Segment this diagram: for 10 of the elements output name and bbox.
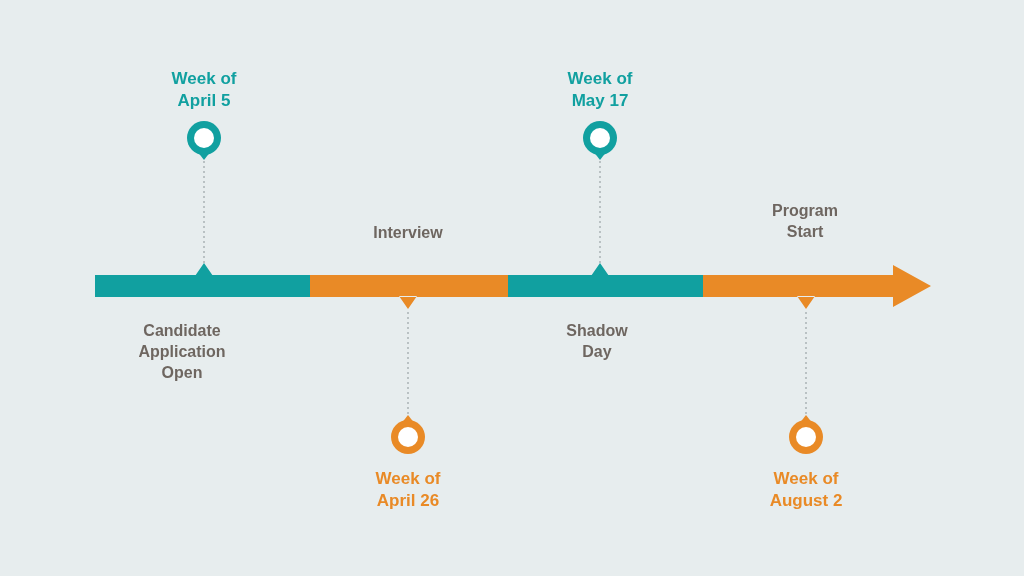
milestone-label: Program Start xyxy=(771,201,839,242)
leader-line xyxy=(599,160,601,264)
date-label: Week of April 5 xyxy=(170,68,238,112)
milestone-label: Interview xyxy=(372,223,444,243)
date-label: Week of August 2 xyxy=(768,468,844,512)
leader-line xyxy=(203,160,205,264)
milestone-label: Shadow Day xyxy=(565,321,629,362)
date-label: Week of April 26 xyxy=(374,468,442,512)
date-label: Week of May 17 xyxy=(566,68,634,112)
milestone-label: Candidate Application Open xyxy=(137,321,227,383)
